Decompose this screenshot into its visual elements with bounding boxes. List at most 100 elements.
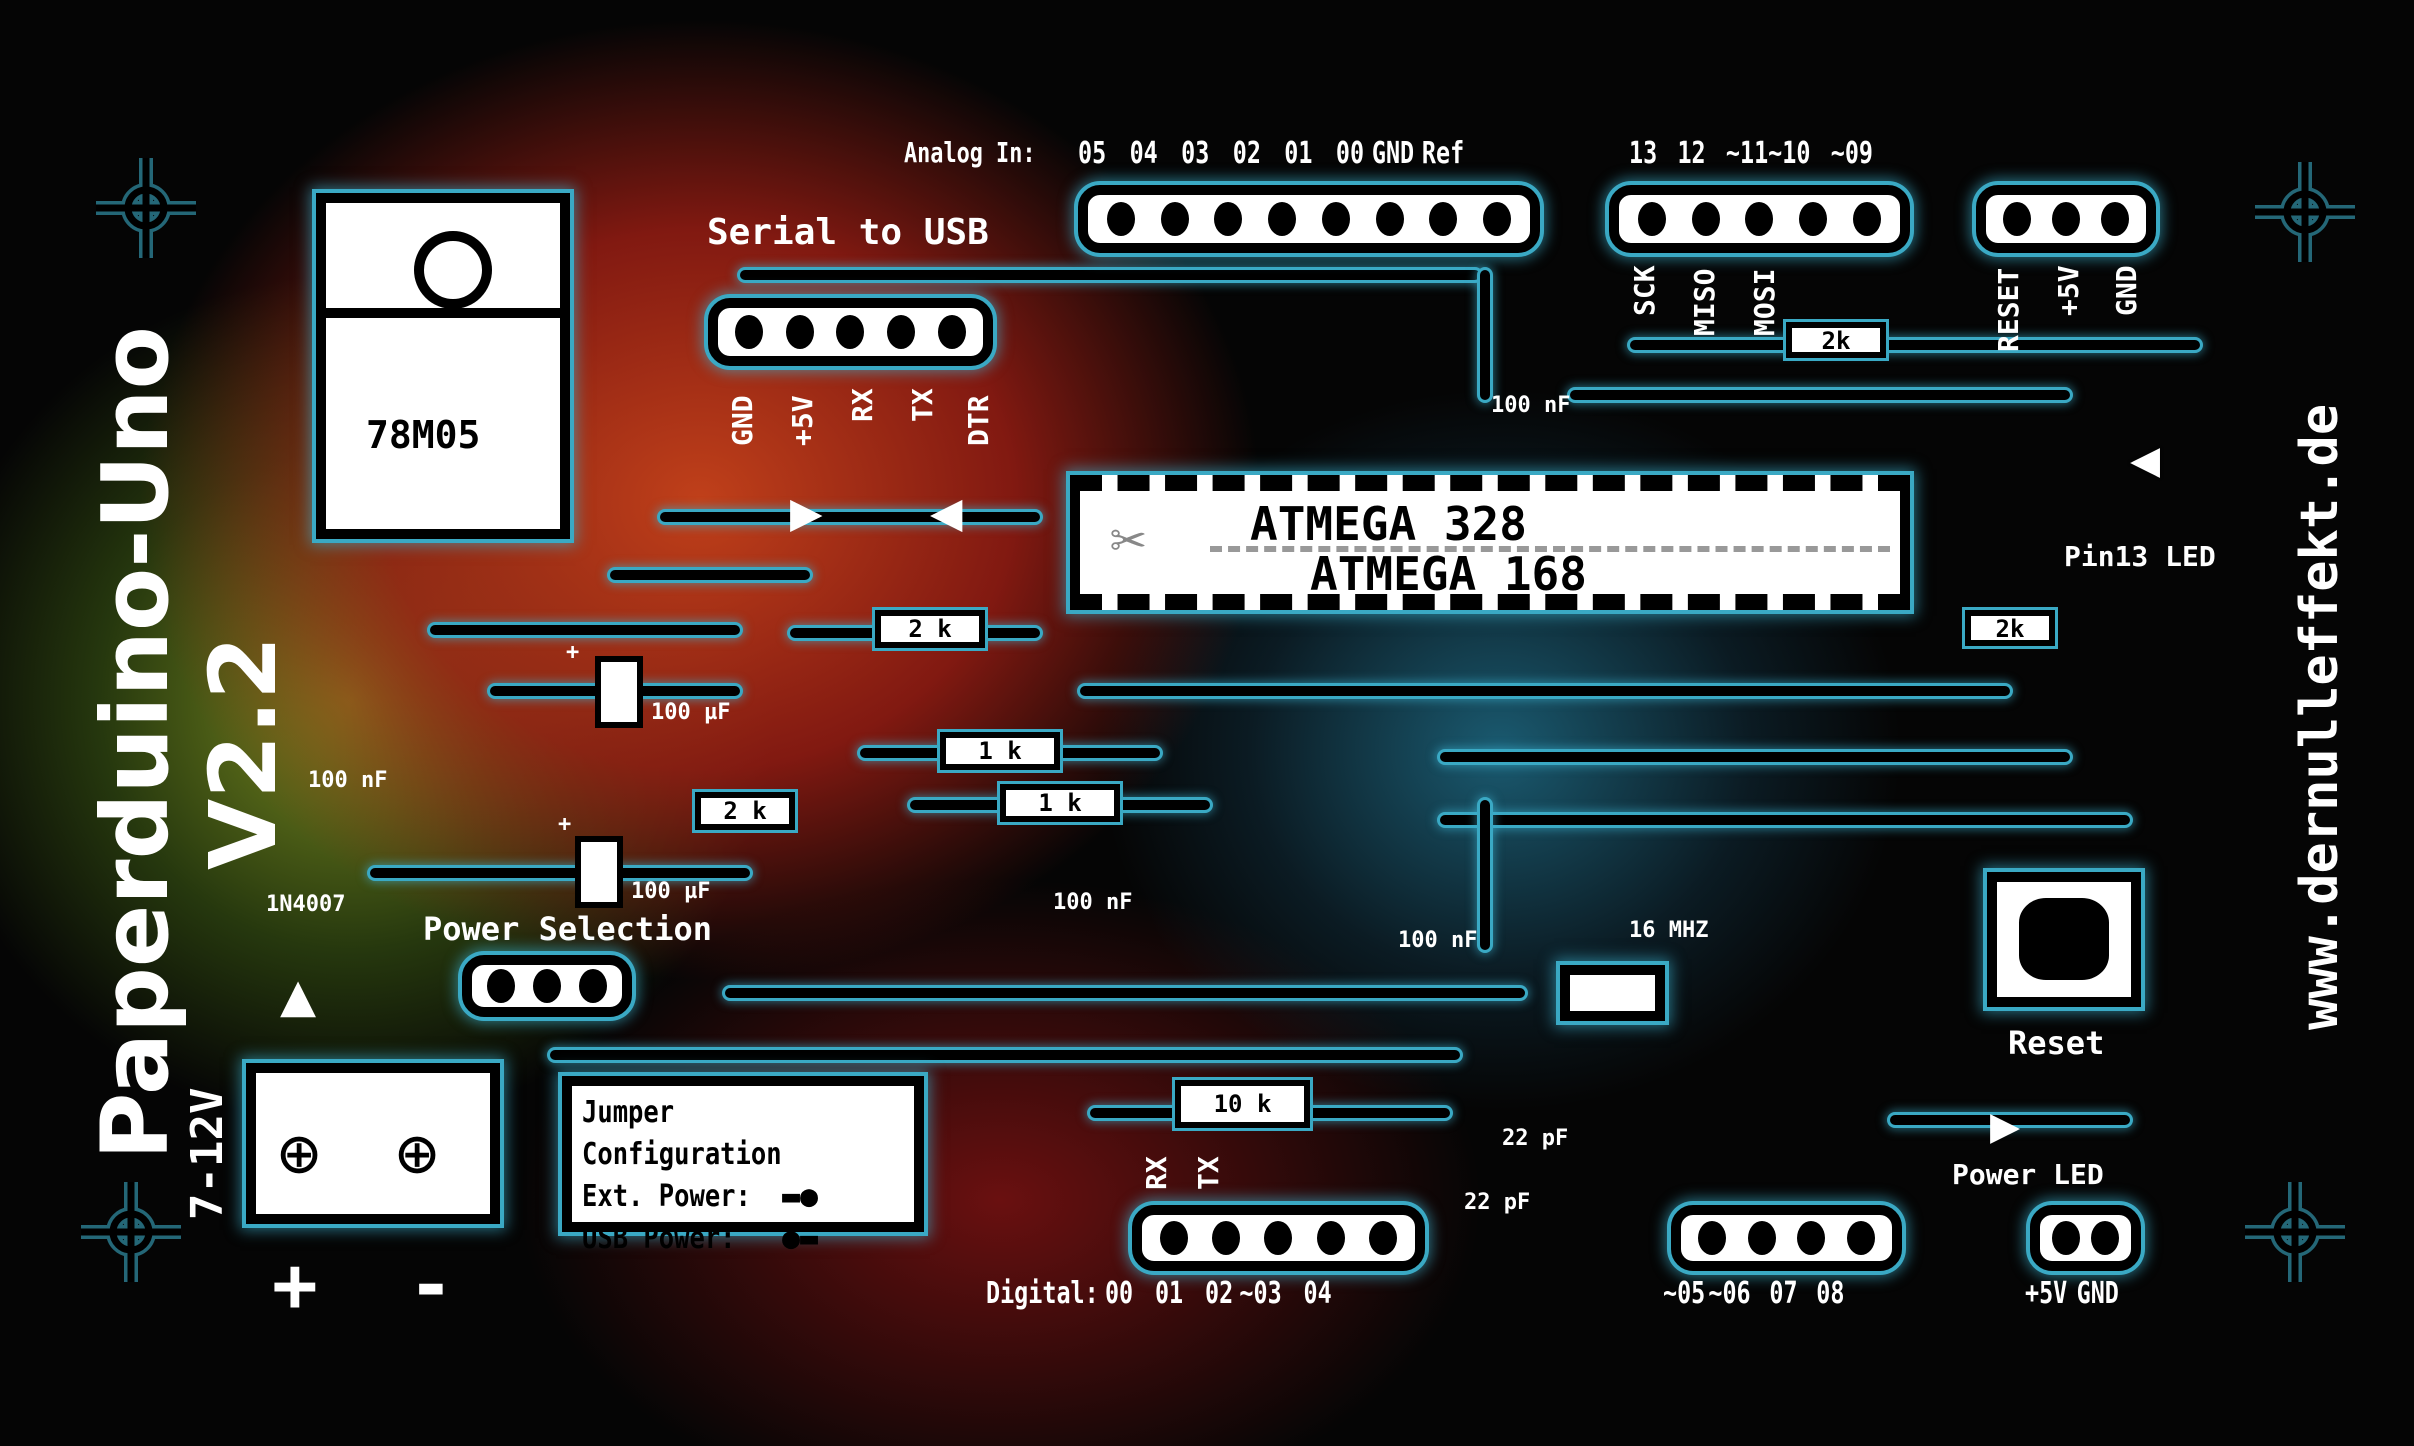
digital-label: Digital: <box>986 1276 1099 1311</box>
screw-icon: ⊕ <box>278 1112 321 1194</box>
pin-label: 01 <box>1284 136 1313 171</box>
pin-label: 02 <box>1204 1276 1234 1311</box>
pin-label: ~06 <box>1708 1276 1751 1311</box>
serial-pin-label: +5V <box>786 395 819 446</box>
jumper-title: Jumper Configuration <box>582 1095 782 1172</box>
serial-header <box>708 298 993 366</box>
digital-header-b <box>1671 1205 1902 1271</box>
sck-label: SCK <box>1628 265 1661 316</box>
rx-label: RX <box>1140 1156 1173 1190</box>
pin-label: ~09 <box>1830 136 1873 171</box>
capacitor-label: 22 pF <box>1502 1126 1569 1151</box>
miso-label: MISO <box>1688 268 1721 336</box>
trace <box>1440 815 2130 825</box>
reset-button[interactable] <box>1987 872 2141 1007</box>
pin-label: 12 <box>1677 136 1706 171</box>
ext-power-jumper-icon: ▬● <box>782 1179 819 1214</box>
resistor-1k: 1 k <box>940 732 1060 770</box>
gnd-pin-label: GND <box>2110 265 2143 316</box>
chip-label-328: ATMEGA 328 <box>1250 497 1527 551</box>
serial-pin-label: TX <box>906 388 939 422</box>
capacitor-label: 100 nF <box>1491 393 1571 418</box>
digital-header-a <box>1132 1205 1425 1271</box>
pin-label: ~05 <box>1663 1276 1706 1311</box>
regulator-tab-line <box>326 308 560 318</box>
plus-label: + <box>272 1240 318 1329</box>
diode-icon: ▲ <box>280 960 317 1030</box>
trace <box>1480 800 1490 950</box>
pin-label: 00 <box>1335 136 1365 171</box>
resistor-2k: 2k <box>1786 322 1886 358</box>
pin-label: 08 <box>1816 1276 1845 1311</box>
analog-in-label: Analog In: <box>904 136 1036 169</box>
trace <box>1890 1115 2130 1125</box>
crystal-label: 16 MHZ <box>1629 918 1709 943</box>
pin-label: ~10 <box>1768 136 1811 171</box>
digital-top-pin-labels: 13 12 ~11~10 ~09 <box>1629 136 1873 171</box>
trace <box>1080 686 2010 696</box>
capacitor-label: 100 µF <box>651 700 731 725</box>
pin-label: 01 <box>1154 1276 1184 1311</box>
power-terminal: ⊕ ⊕ <box>246 1063 500 1224</box>
icsp-header <box>1976 185 2156 253</box>
mounting-hole-icon <box>96 158 196 258</box>
trace <box>1480 270 1490 400</box>
pin-label: 03 <box>1181 136 1210 171</box>
trace <box>660 512 1040 522</box>
analog-header <box>1078 185 1540 253</box>
pin-label: GND <box>2076 1276 2119 1311</box>
reset-pin-label: RESET <box>1992 267 2025 352</box>
capacitor-label: 100 nF <box>308 768 388 793</box>
trace <box>550 1050 1460 1060</box>
mounting-hole-icon <box>2245 1182 2345 1282</box>
mosi-label: MOSI <box>1748 268 1781 336</box>
led-icon: ▶ <box>790 480 823 543</box>
trace <box>370 868 750 878</box>
power-selection-label: Power Selection <box>423 910 712 948</box>
regulator-mount-hole <box>414 231 492 309</box>
mounting-hole-icon <box>2255 162 2355 262</box>
pin-label: ~11 <box>1725 136 1769 171</box>
capacitor-label: 100 nF <box>1053 890 1133 915</box>
scissors-icon: ✂ <box>1110 505 1147 575</box>
resistor-2k: 2 k <box>875 610 985 648</box>
pin-label: GND <box>1371 136 1415 171</box>
capacitor-label: 22 pF <box>1464 1190 1531 1215</box>
pin-label: 13 <box>1629 136 1658 171</box>
serial-pin-label: GND <box>726 395 759 446</box>
resistor-2k: 2k <box>1965 610 2055 646</box>
reset-button-cap <box>2019 898 2109 980</box>
power-header <box>2030 1205 2141 1271</box>
trace <box>610 570 810 580</box>
trace <box>430 625 740 635</box>
usb-power-jumper-icon: ●▬ <box>782 1221 819 1256</box>
chip-label-168: ATMEGA 168 <box>1310 547 1587 601</box>
resistor-10k: 10 k <box>1175 1080 1310 1128</box>
board-version: V2.2 <box>190 635 297 870</box>
power-jumper[interactable] <box>462 955 632 1017</box>
capacitor-polarity: + <box>566 640 580 665</box>
voltage-label: 7-12V <box>182 1087 233 1220</box>
microcontroller-chip: ✂ ATMEGA 328 ATMEGA 168 <box>1070 475 1910 610</box>
pin13-led-icon: ◀ <box>2130 430 2161 488</box>
jumper-configuration-box: Jumper Configuration Ext. Power:▬● USB P… <box>562 1076 924 1256</box>
trace <box>1630 340 2200 350</box>
reset-label: Reset <box>2008 1024 2105 1062</box>
digital-top-header <box>1609 185 1910 253</box>
led-icon: ◀ <box>930 480 963 543</box>
pin-label: 05 <box>1078 136 1107 171</box>
power-led-label: Power LED <box>1952 1158 2104 1191</box>
trace <box>725 988 1525 998</box>
usb-power-label: USB Power: <box>582 1221 736 1256</box>
diode-label: 1N4007 <box>266 892 346 917</box>
pin-label: Ref <box>1421 136 1465 171</box>
board-title: Paperduino-Uno <box>82 326 189 1160</box>
serial-pin-label: RX <box>846 388 879 422</box>
pin-label: ~03 <box>1239 1276 1282 1311</box>
pin13-led-label: Pin13 LED <box>2064 540 2216 573</box>
capacitor-label: 100 µF <box>631 879 711 904</box>
pin-label: 04 <box>1303 1276 1332 1311</box>
